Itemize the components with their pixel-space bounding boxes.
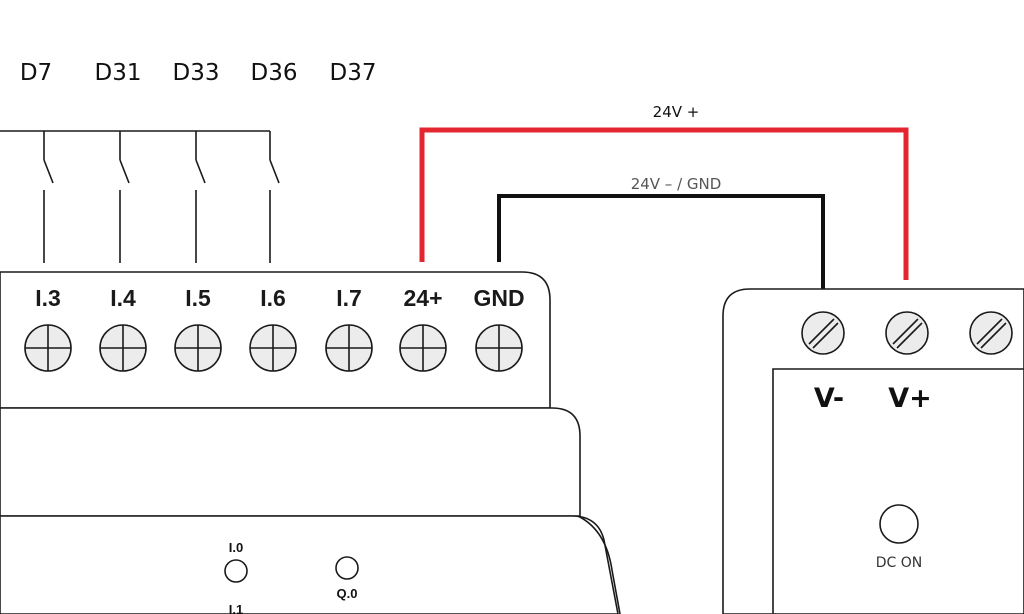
psu-screw-extra bbox=[969, 311, 1013, 355]
dc-on-label: DC ON bbox=[876, 555, 923, 571]
terminal-label-i3: I.3 bbox=[35, 285, 61, 311]
psu-screw-v-minus bbox=[801, 311, 845, 355]
negative-wire bbox=[497, 194, 825, 290]
psu-label-v-plus: V+ bbox=[888, 383, 932, 414]
terminal-label-i6: I.6 bbox=[260, 285, 286, 311]
terminal-label-gnd: GND bbox=[473, 285, 524, 311]
switch-contact-i6 bbox=[269, 131, 280, 263]
terminal-label-24v: 24+ bbox=[403, 285, 442, 311]
output-led-label-q0: Q.0 bbox=[337, 586, 358, 601]
dc-on-led bbox=[879, 504, 919, 544]
screw-terminal-i6 bbox=[249, 324, 297, 372]
screw-terminal-i3 bbox=[24, 324, 72, 372]
switch-contact-i5 bbox=[195, 131, 206, 263]
terminal-label-i5: I.5 bbox=[185, 285, 211, 311]
switch-label-d37: D37 bbox=[330, 60, 377, 86]
screw-terminal-24v bbox=[399, 324, 447, 372]
plc-housing-edge bbox=[577, 515, 621, 614]
switch-label-d33: D33 bbox=[173, 60, 220, 86]
positive-wire-label: 24V + bbox=[653, 103, 700, 121]
psu-label-v-minus: V- bbox=[814, 383, 844, 414]
screw-terminal-i5 bbox=[174, 324, 222, 372]
screw-terminal-i4 bbox=[99, 324, 147, 372]
power-supply-panel bbox=[772, 368, 1024, 614]
terminal-label-i4: I.4 bbox=[110, 285, 136, 311]
plc-housing-upper bbox=[0, 407, 581, 517]
input-led-label-i1: I.1 bbox=[229, 602, 243, 614]
switch-label-d31: D31 bbox=[95, 60, 142, 86]
input-led-label-i0: I.0 bbox=[229, 540, 243, 555]
screw-terminal-gnd bbox=[475, 324, 523, 372]
psu-screw-v-plus bbox=[885, 311, 929, 355]
screw-terminal-i7 bbox=[325, 324, 373, 372]
switch-contact-i4 bbox=[119, 131, 130, 263]
output-led-q0 bbox=[335, 556, 359, 580]
negative-wire-label: 24V – / GND bbox=[631, 175, 722, 193]
switch-contact-i3 bbox=[43, 131, 54, 263]
plc-housing-front bbox=[0, 515, 619, 614]
switch-label-d36: D36 bbox=[251, 60, 298, 86]
positive-wire bbox=[419, 127, 909, 280]
input-led-i0 bbox=[224, 559, 248, 583]
power-supply-housing bbox=[722, 288, 1024, 614]
terminal-label-i7: I.7 bbox=[336, 285, 362, 311]
switch-label-d7: D7 bbox=[20, 60, 52, 86]
